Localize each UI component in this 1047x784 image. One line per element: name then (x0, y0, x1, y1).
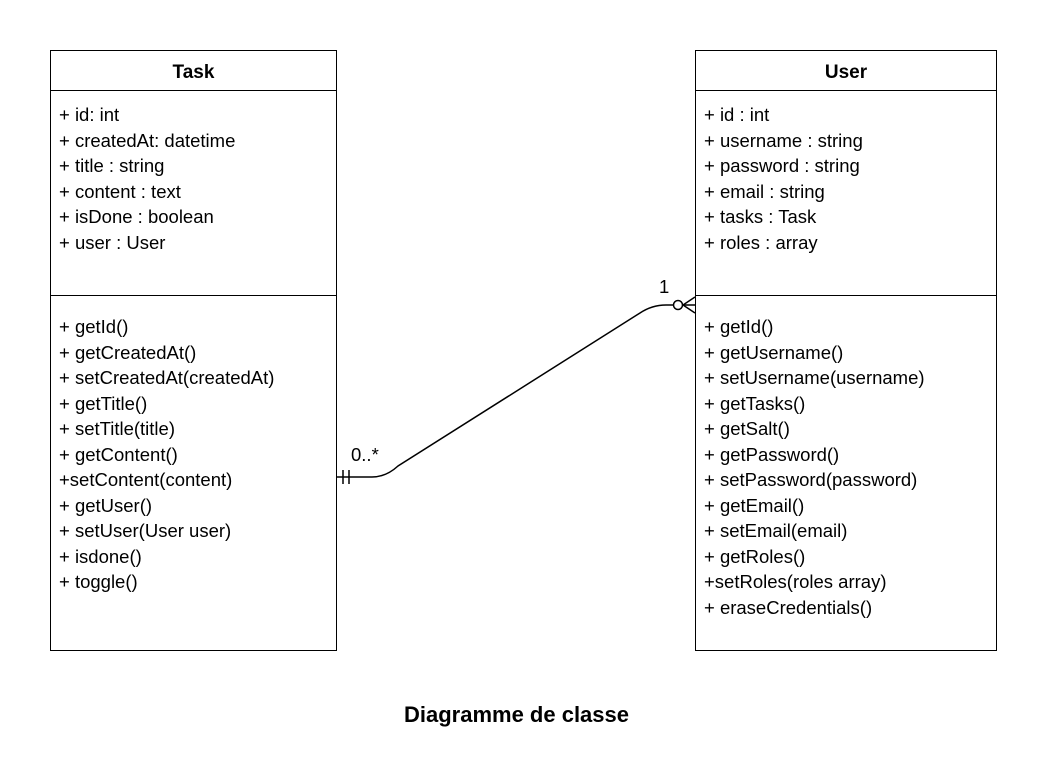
user-method: + getUsername() (704, 341, 844, 363)
user-attribute: + username : string (704, 129, 863, 151)
task-method: + getUser() (59, 494, 153, 516)
task-class-name: Task (51, 51, 336, 91)
task-method: + getTitle() (59, 392, 148, 414)
task-method: + toggle() (59, 571, 138, 592)
user-end-multiplicity: 1 (659, 276, 670, 297)
user-method: + eraseCredentials() (704, 596, 873, 618)
user-method: + getSalt() (704, 418, 790, 439)
association-line (337, 304, 695, 478)
user-attribute: + roles : array (704, 231, 818, 253)
user-class-name: User (696, 51, 996, 91)
user-method: + setPassword(password) (704, 469, 918, 490)
task-attribute: + title : string (59, 155, 165, 176)
task-methods: + getId() + getCreatedAt() + setCreatedA… (51, 296, 336, 650)
task-class-box: Task + id: int + createdAt: datetime + t… (50, 50, 337, 651)
task-method: +setContent(content) (59, 469, 233, 490)
user-method: + setEmail(email) (704, 520, 848, 541)
one-and-only-one-marker (342, 470, 350, 484)
user-attribute: + email : string (704, 180, 825, 202)
task-method: + getCreatedAt() (59, 341, 197, 363)
task-method: + setCreatedAt(createdAt) (59, 367, 275, 388)
task-attribute: + content : text (59, 180, 181, 202)
task-method: + isdone() (59, 545, 142, 567)
user-method: + getEmail() (704, 494, 805, 516)
user-attribute: + tasks : Task (704, 206, 817, 227)
task-method: + getContent() (59, 443, 178, 465)
user-method: + getRoles() (704, 545, 806, 567)
user-method: + getId() (704, 316, 774, 337)
task-attribute: + id: int (59, 104, 120, 125)
task-attribute: + createdAt: datetime (59, 129, 236, 151)
user-method: + getTasks() (704, 392, 806, 414)
user-attribute: + id : int (704, 104, 770, 125)
user-method: + getPassword() (704, 443, 840, 465)
task-attribute: + user : User (59, 231, 166, 253)
task-method: + getId() (59, 316, 129, 337)
user-attributes: + id : int + username : string + passwor… (696, 91, 996, 296)
user-methods: + getId() + getUsername() + setUsername(… (696, 296, 996, 650)
task-end-multiplicity: 0..* (351, 444, 379, 465)
user-class-box: User + id : int + username : string + pa… (695, 50, 997, 651)
task-attribute: + isDone : boolean (59, 206, 214, 227)
task-method: + setUser(User user) (59, 520, 232, 541)
task-attributes: + id: int + createdAt: datetime + title … (51, 91, 336, 296)
user-attribute: + password : string (704, 155, 860, 176)
diagram-caption: Diagramme de classe (403, 702, 630, 727)
zero-or-many-marker (672, 296, 696, 314)
task-method: + setTitle(title) (59, 418, 175, 439)
user-method: + setUsername(username) (704, 367, 925, 388)
user-method: +setRoles(roles array) (704, 571, 887, 592)
